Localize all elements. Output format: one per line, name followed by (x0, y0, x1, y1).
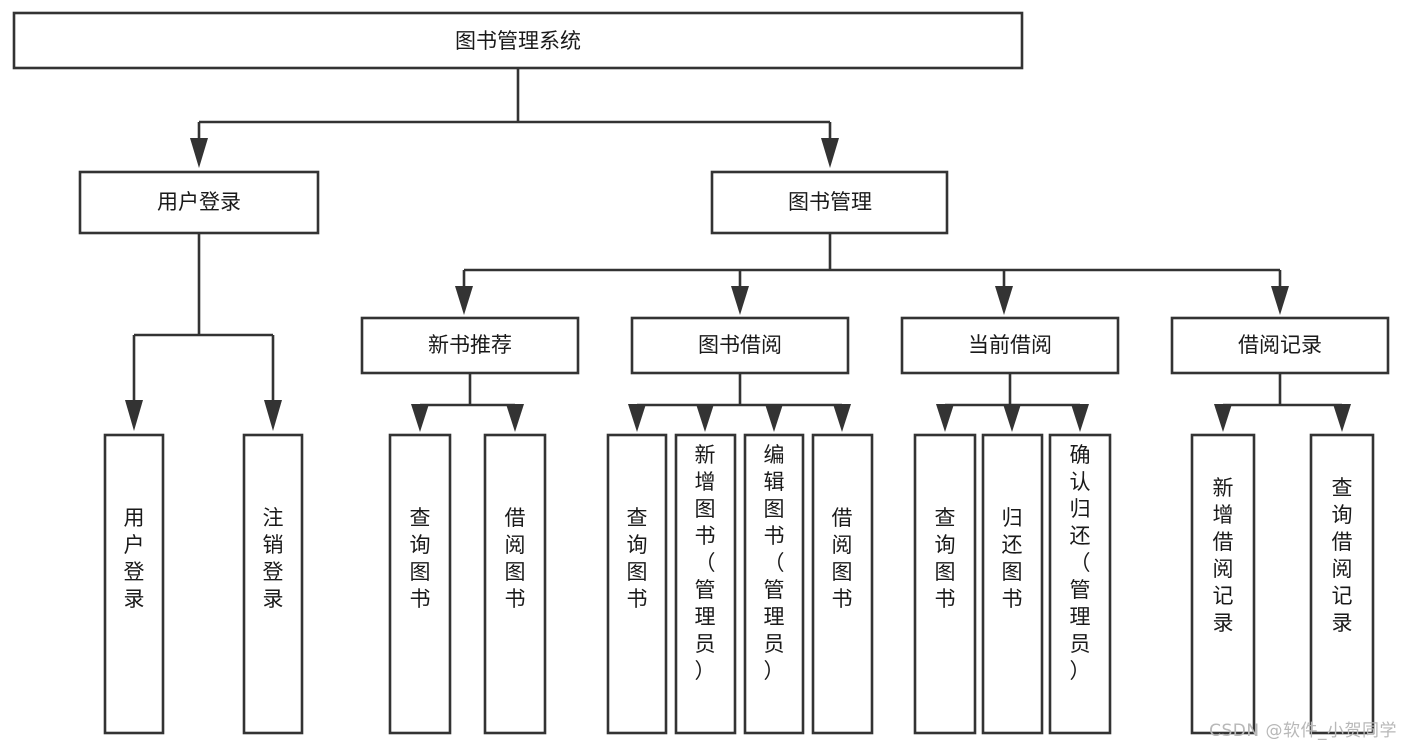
node-book-borrow-label: 图书借阅 (698, 333, 782, 357)
node-root[interactable]: 图书管理系统 (12, 11, 1024, 70)
node-borrow-records[interactable]: 借阅记录 (1170, 316, 1390, 375)
node-borrow-records-rect (1170, 316, 1390, 375)
node-edit-book-admin-label: 编辑图书（管理员） (764, 443, 785, 683)
node-query-borrow-record-rect (1309, 433, 1375, 735)
node-edit-book-admin[interactable]: 编辑图书（管理员） (743, 433, 805, 735)
arrowhead-edit-book-admin (765, 404, 783, 432)
node-book-management[interactable]: 图书管理 (710, 170, 949, 235)
arrowhead-userlogin (190, 138, 208, 168)
node-query-borrow-record-label: 查询借阅记录 (1332, 476, 1353, 635)
node-return-book[interactable]: 归还图书 (981, 433, 1044, 735)
node-add-borrow-record-rect (1190, 433, 1256, 735)
node-borrow-book-1[interactable]: 借阅图书 (483, 433, 547, 735)
node-user-logout-action-label: 注销登录 (263, 506, 284, 611)
node-add-borrow-record[interactable]: 新增借阅记录 (1190, 433, 1256, 735)
node-query-book-2-rect (606, 433, 668, 735)
node-query-book-3[interactable]: 查询图书 (913, 433, 977, 735)
node-user-login-action[interactable]: 用户登录 (103, 433, 165, 735)
arrowhead-query-book-1 (411, 404, 429, 432)
node-borrow-book-2-label: 借阅图书 (832, 506, 853, 611)
node-root-rect (12, 11, 1024, 70)
node-borrow-book-1-label: 借阅图书 (505, 506, 526, 611)
node-user-login-rect (78, 170, 320, 235)
node-book-borrow-rect (630, 316, 850, 375)
node-confirm-return-admin[interactable]: 确认归还（管理员） (1048, 433, 1112, 735)
node-borrow-book-2-rect (811, 433, 874, 735)
node-book-management-rect (710, 170, 949, 235)
node-user-login-label: 用户登录 (157, 190, 241, 214)
node-query-book-2[interactable]: 查询图书 (606, 433, 668, 735)
node-user-login[interactable]: 用户登录 (78, 170, 320, 235)
arrowhead-book-borrow (731, 286, 749, 315)
node-user-logout-action[interactable]: 注销登录 (242, 433, 304, 735)
node-new-book-recommend-rect (360, 316, 580, 375)
node-add-book-admin[interactable]: 新增图书（管理员） (674, 433, 737, 735)
node-user-login-action-label: 用户登录 (124, 506, 145, 611)
node-book-borrow[interactable]: 图书借阅 (630, 316, 850, 375)
node-add-borrow-record-label: 新增借阅记录 (1213, 476, 1234, 635)
node-query-book-1-rect (388, 433, 452, 735)
node-return-book-label: 归还图书 (1002, 506, 1023, 611)
node-new-book-recommend-label: 新书推荐 (428, 333, 512, 357)
node-query-book-3-label: 查询图书 (935, 506, 956, 611)
node-user-login-action-rect (103, 433, 165, 735)
arrowhead-add-borrow-record (1214, 404, 1232, 432)
node-query-borrow-record[interactable]: 查询借阅记录 (1309, 433, 1375, 735)
csdn-watermark: CSDN @软件_小贺同学 (1209, 721, 1397, 741)
arrowhead-current-borrow (995, 286, 1013, 315)
node-borrow-book-2[interactable]: 借阅图书 (811, 433, 874, 735)
arrowhead-bookmgmt (821, 138, 839, 168)
node-current-borrow-label: 当前借阅 (968, 333, 1052, 357)
node-new-book-recommend[interactable]: 新书推荐 (360, 316, 580, 375)
connector-group (125, 68, 1351, 432)
arrowhead-borrow-book-1 (506, 404, 524, 432)
arrowhead-borrow-records (1271, 286, 1289, 315)
node-borrow-book-1-rect (483, 433, 547, 735)
arrowhead-confirm-return-admin (1071, 404, 1089, 432)
node-confirm-return-admin-label: 确认归还（管理员） (1070, 443, 1091, 683)
node-query-book-3-rect (913, 433, 977, 735)
node-query-book-1-label: 查询图书 (410, 506, 431, 611)
node-current-borrow-rect (900, 316, 1120, 375)
arrowhead-new-book-recommend (455, 286, 473, 315)
arrowhead-user-logout-action (264, 400, 282, 431)
node-query-book-1[interactable]: 查询图书 (388, 433, 452, 735)
arrowhead-query-book-2 (628, 404, 646, 432)
node-root-label: 图书管理系统 (455, 29, 581, 53)
node-edit-book-admin-rect (743, 433, 805, 735)
node-current-borrow[interactable]: 当前借阅 (900, 316, 1120, 375)
arrowhead-query-borrow-record (1333, 404, 1351, 432)
node-add-book-admin-rect (674, 433, 737, 735)
node-return-book-rect (981, 433, 1044, 735)
node-book-management-label: 图书管理 (788, 190, 872, 214)
node-user-logout-action-rect (242, 433, 304, 735)
arrowhead-borrow-book-2 (833, 404, 851, 432)
node-query-book-2-label: 查询图书 (627, 506, 648, 611)
arrowhead-user-login-action (125, 400, 143, 431)
node-add-book-admin-label: 新增图书（管理员） (695, 443, 716, 683)
arrowhead-query-book-3 (936, 404, 954, 432)
arrowhead-return-book (1003, 404, 1021, 432)
node-borrow-records-label: 借阅记录 (1238, 333, 1322, 357)
node-confirm-return-admin-rect (1048, 433, 1112, 735)
arrowhead-add-book-admin (696, 404, 714, 432)
